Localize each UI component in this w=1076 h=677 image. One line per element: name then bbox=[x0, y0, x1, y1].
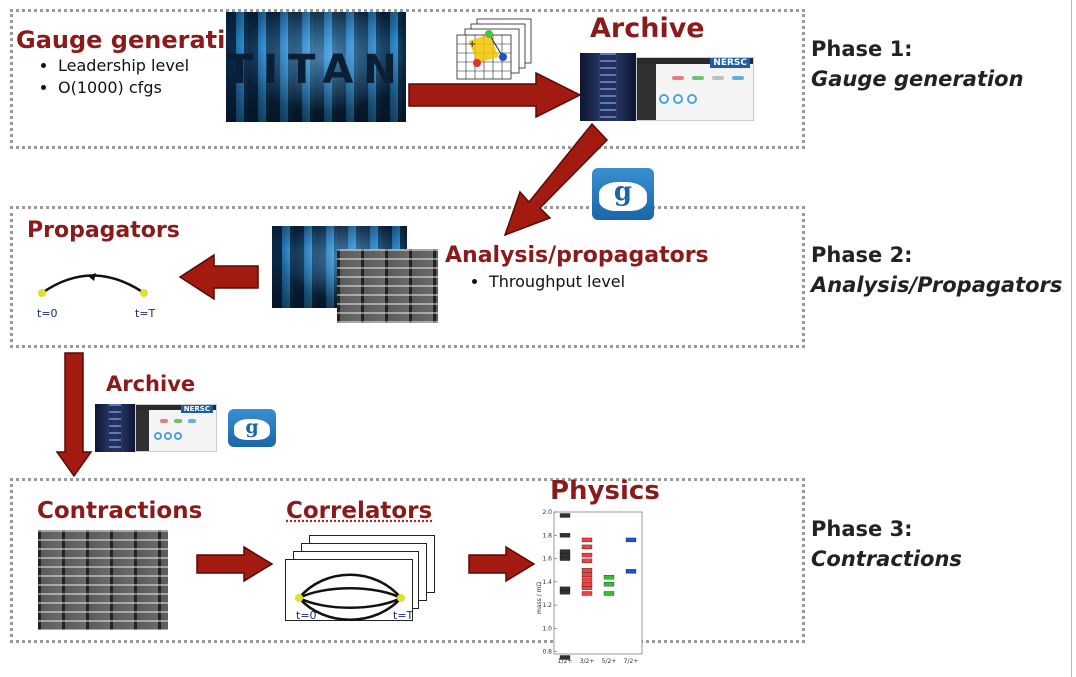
chart-ylabel: mass / mΩ bbox=[536, 582, 543, 614]
arrow-to-analysis bbox=[503, 122, 609, 237]
phase-3-title: Phase 3: bbox=[811, 517, 913, 541]
chart-level-mark bbox=[581, 568, 593, 573]
physics-spectrum-chart: 0.8 1.0 1.2 1.4 1.6 1.8 2.0 1/2+ 3/2+ 5/2+ 7/2+ m… bbox=[536, 509, 643, 665]
propagator-tT-label: t=T bbox=[135, 307, 156, 320]
globus-cloud-icon: g bbox=[592, 168, 654, 220]
titan-lettering: TITAN bbox=[226, 47, 406, 94]
archive-heading: Archive bbox=[590, 13, 705, 44]
arrow-to-propagators bbox=[178, 253, 259, 301]
y-tick-label: 1.8 bbox=[542, 532, 552, 539]
phase-1-box bbox=[10, 9, 805, 149]
x-tick-label: 5/2+ bbox=[602, 658, 617, 665]
propagator-diagram bbox=[38, 273, 148, 297]
phase-2-label: Phase 2: Analysis/Propagators bbox=[811, 240, 1062, 300]
chart-level-mark bbox=[603, 575, 615, 580]
chart-level-mark bbox=[581, 537, 593, 543]
titan-supercomputer-photo: TITAN bbox=[226, 12, 406, 122]
phase-3-box bbox=[10, 478, 805, 643]
archive-tape-library-photo-small bbox=[95, 404, 135, 452]
phase-2-box bbox=[10, 206, 805, 348]
analysis-propagators-heading: Analysis/propagators bbox=[445, 243, 709, 268]
chart-level-mark bbox=[581, 572, 593, 578]
chart-level-mark bbox=[581, 558, 593, 564]
x-tick-label: 1/2+ bbox=[558, 658, 573, 665]
arrow-down-to-contractions bbox=[55, 352, 93, 478]
propagators-heading: Propagators bbox=[27, 218, 180, 243]
phase-1-title: Phase 1: bbox=[811, 37, 913, 61]
gauge-generation-bullets: Leadership level O(1000) cfgs bbox=[36, 55, 189, 99]
chart-level-mark bbox=[603, 582, 615, 587]
lattice-grid-icon: + bbox=[456, 18, 532, 80]
phase-3-label: Phase 3: Contractions bbox=[811, 514, 962, 574]
physics-heading: Physics bbox=[550, 476, 660, 506]
propagator-t0-label: t=0 bbox=[37, 307, 58, 320]
correlator-diagram bbox=[295, 573, 405, 621]
chart-level-mark bbox=[559, 533, 571, 538]
archive-heading-transfer: Archive bbox=[106, 372, 196, 396]
chart-level-mark bbox=[625, 569, 637, 574]
phase-2-subtitle: Analysis/Propagators bbox=[811, 273, 1063, 297]
chart-level-mark bbox=[559, 513, 571, 518]
cluster-racks-photo bbox=[337, 249, 438, 323]
chart-level-mark bbox=[559, 655, 571, 660]
nersc-portal-screenshot: NERSC bbox=[636, 57, 754, 121]
archive-tape-library-photo bbox=[580, 53, 636, 121]
phase-3-subtitle: Contractions bbox=[811, 547, 962, 571]
x-tick-label: 7/2+ bbox=[624, 658, 639, 665]
arrow-to-correlators bbox=[196, 545, 274, 583]
chart-level-mark bbox=[581, 591, 593, 596]
chart-level-mark bbox=[581, 544, 593, 550]
correlators-heading: Correlators bbox=[286, 498, 433, 524]
bullet-throughput: Throughput level bbox=[489, 271, 625, 293]
arrow-to-archive bbox=[408, 71, 582, 119]
contractions-cluster-photo bbox=[38, 530, 168, 630]
bullet-leadership: Leadership level bbox=[58, 55, 189, 77]
right-divider bbox=[1071, 0, 1072, 677]
chart-level-mark bbox=[625, 537, 637, 543]
chart-level-mark bbox=[581, 582, 593, 587]
arrow-to-physics bbox=[468, 545, 536, 583]
svg-text:+: + bbox=[468, 39, 476, 50]
chart-level-mark bbox=[559, 586, 571, 591]
y-tick-label: 1.4 bbox=[542, 579, 552, 586]
chart-level-mark bbox=[581, 577, 593, 582]
y-tick-label: 1.6 bbox=[542, 556, 552, 563]
correlator-tT-label: t=T bbox=[393, 609, 414, 622]
y-tick-label: 2.0 bbox=[542, 509, 552, 516]
chart-level-mark bbox=[581, 552, 593, 558]
globus-cloud-icon-small: g bbox=[228, 409, 276, 447]
analysis-bullets: Throughput level bbox=[467, 271, 625, 293]
phase-1-label: Phase 1: Gauge generation bbox=[811, 34, 1024, 94]
y-tick-label: 1.0 bbox=[542, 625, 552, 632]
nersc-portal-screenshot-small: NERSC bbox=[135, 404, 217, 452]
correlator-t0-label: t=0 bbox=[296, 609, 317, 622]
chart-level-mark bbox=[603, 591, 615, 596]
phase-1-subtitle: Gauge generation bbox=[811, 67, 1024, 91]
y-tick-label: 1.2 bbox=[542, 602, 552, 609]
phase-2-title: Phase 2: bbox=[811, 243, 913, 267]
y-tick-label: 0.8 bbox=[542, 649, 552, 656]
chart-level-mark bbox=[559, 549, 571, 554]
x-tick-label: 3/2+ bbox=[580, 658, 595, 665]
contractions-heading: Contractions bbox=[37, 498, 203, 524]
bullet-cfgs: O(1000) cfgs bbox=[58, 77, 189, 99]
gauge-generation-heading: Gauge generation bbox=[16, 26, 259, 54]
